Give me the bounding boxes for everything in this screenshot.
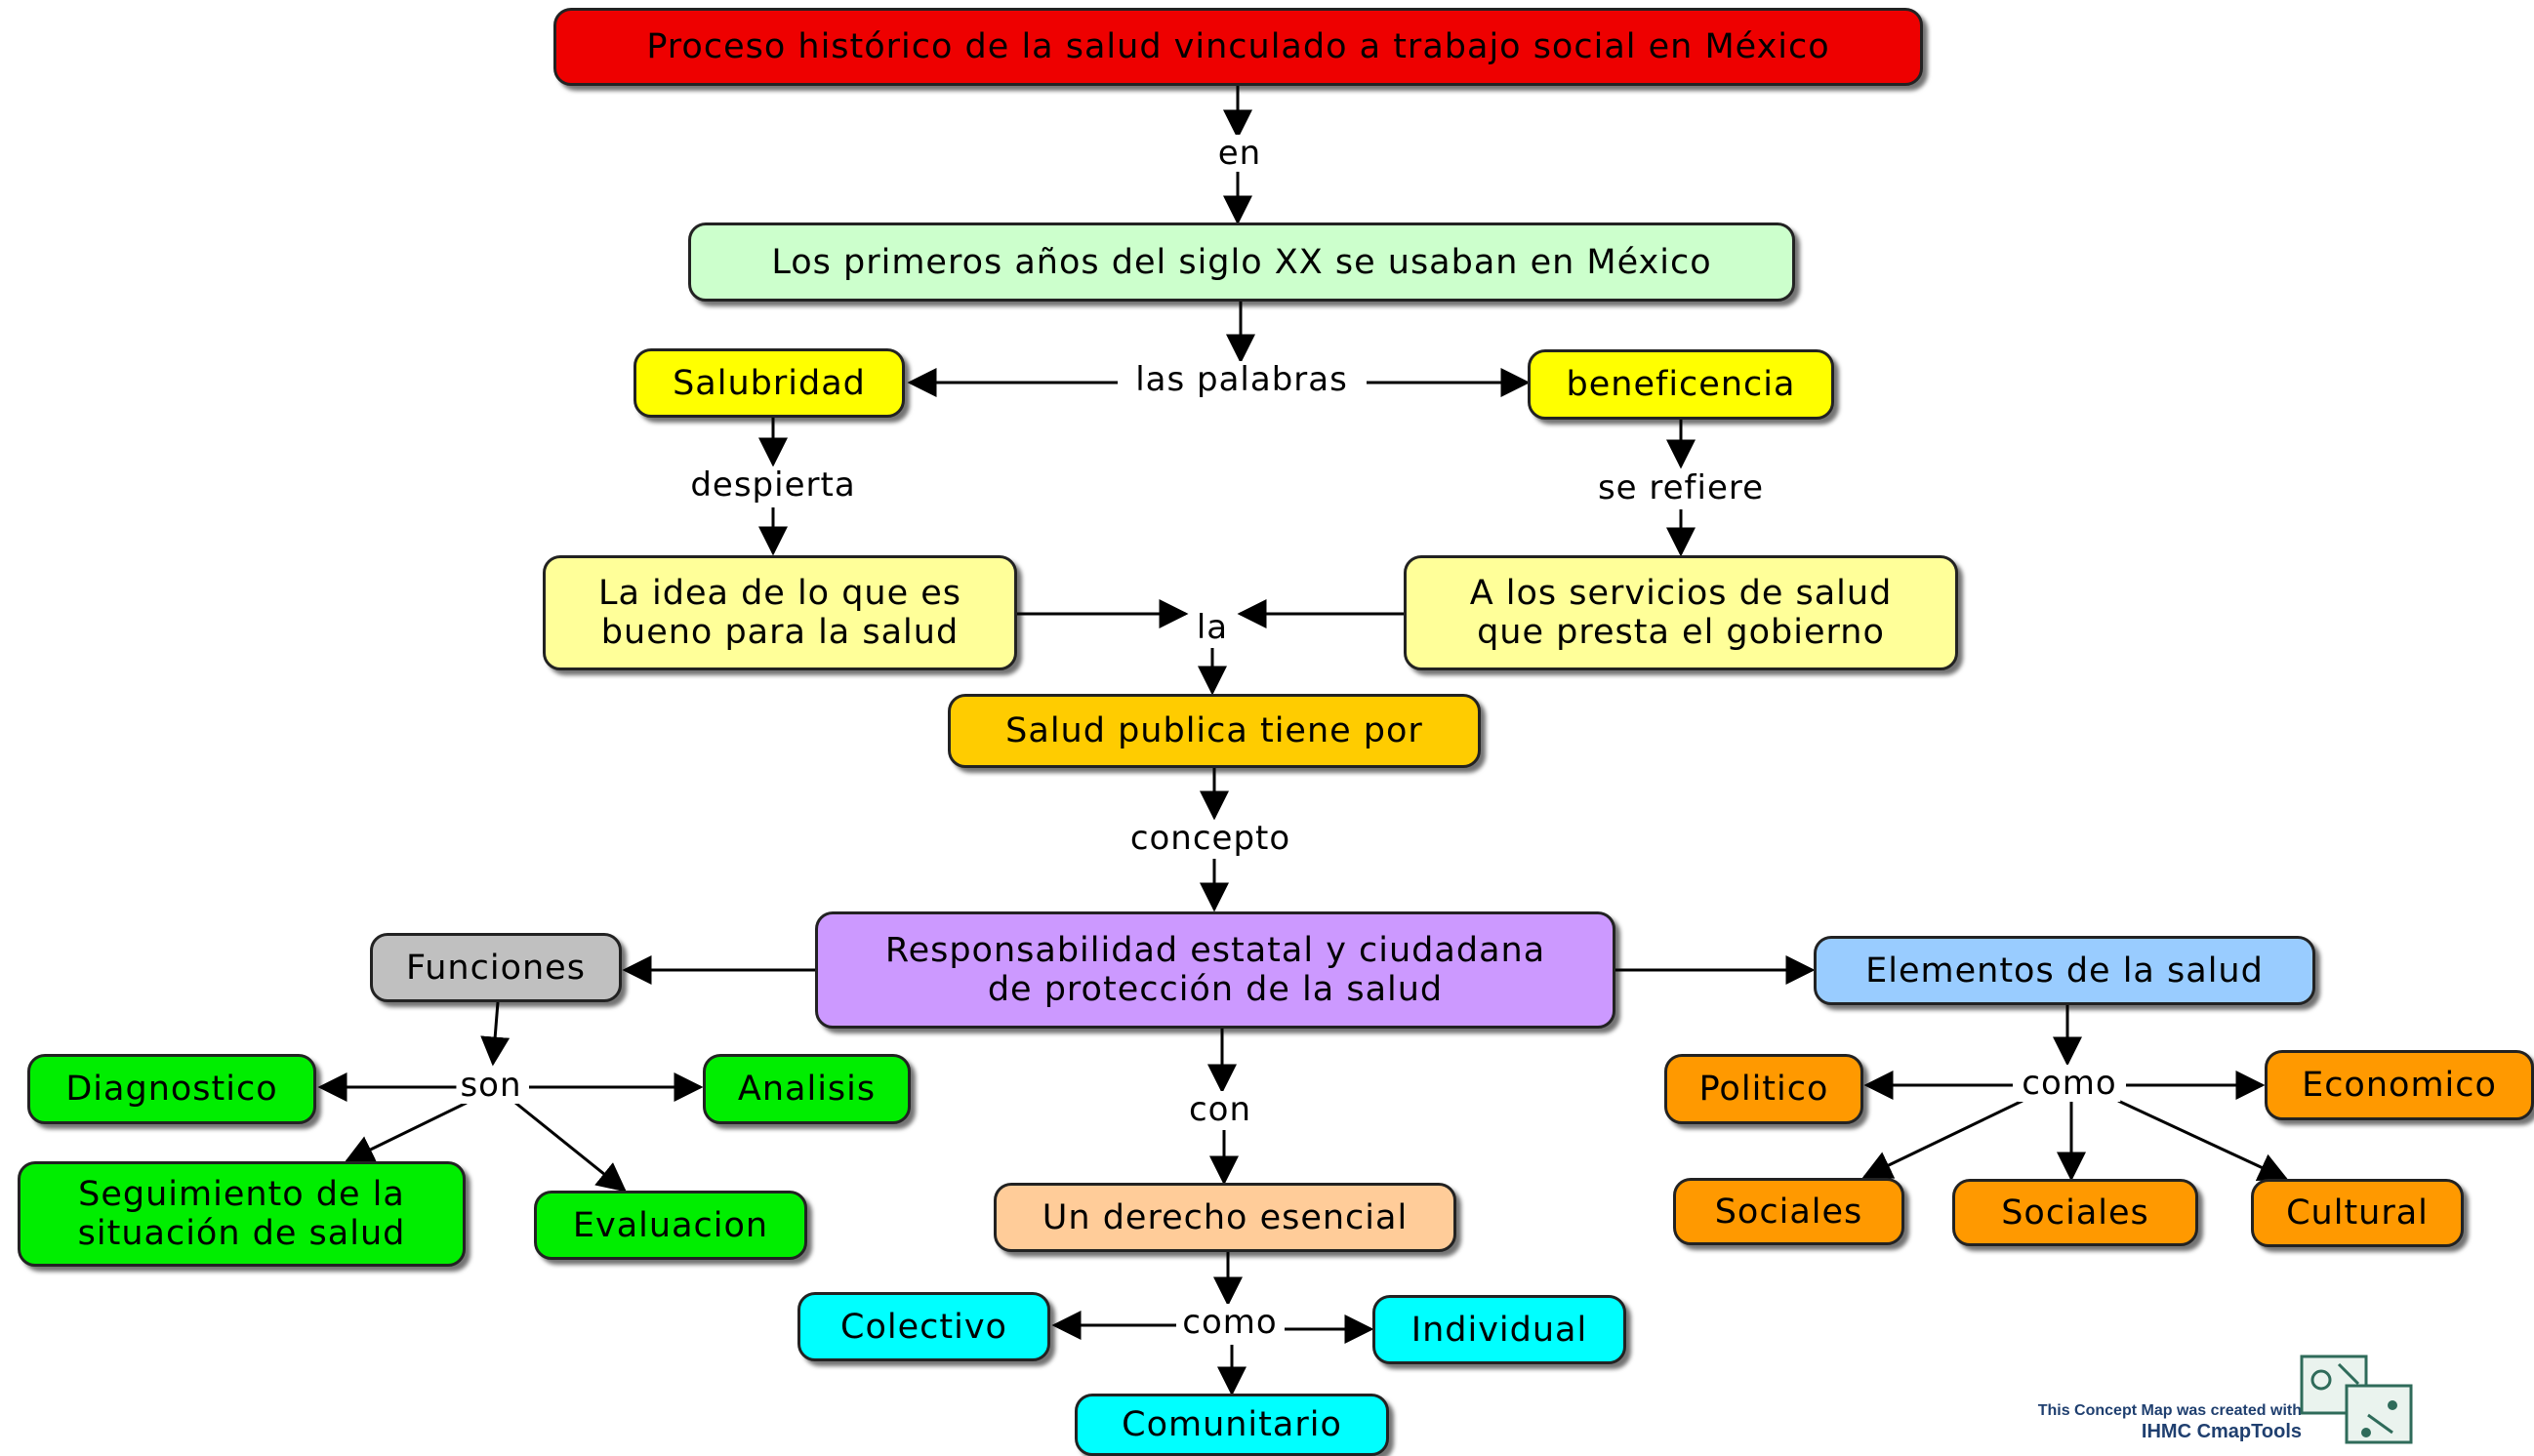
node-beneficencia[interactable]: beneficencia [1528,349,1834,420]
link-concepto[interactable]: concepto [1125,820,1295,857]
edge-como2-sociales1 [1861,1099,2023,1179]
node-salud-publica[interactable]: Salud publica tiene por [948,694,1481,768]
node-diagnostico[interactable]: Diagnostico [27,1054,316,1124]
node-seguimiento[interactable]: Seguimiento de la situación de salud [18,1161,466,1267]
credit-line-2: IHMC CmapTools [2141,1421,2302,1442]
node-sociales-1[interactable]: Sociales [1673,1178,1904,1245]
edge-como2-cultural [2117,1099,2289,1182]
node-responsabilidad[interactable]: Responsabilidad estatal y ciudadana de p… [815,911,1615,1029]
node-economico[interactable]: Economico [2265,1050,2534,1120]
node-colectivo[interactable]: Colectivo [797,1292,1050,1361]
link-despierta[interactable]: despierta [686,466,860,504]
node-politico[interactable]: Politico [1664,1054,1863,1124]
node-cultural[interactable]: Cultural [2251,1179,2464,1247]
credit-text: This Concept Map was created with IHMC C… [1991,1401,2302,1442]
node-sociales-2[interactable]: Sociales [1952,1179,2198,1246]
node-individual[interactable]: Individual [1372,1295,1626,1364]
node-title[interactable]: Proceso histórico de la salud vinculado … [553,8,1923,86]
link-en[interactable]: en [1213,135,1266,172]
node-elementos-salud[interactable]: Elementos de la salud [1814,936,2315,1005]
node-comunitario[interactable]: Comunitario [1075,1394,1389,1456]
node-primeros-anos[interactable]: Los primeros años del siglo XX se usaban… [688,222,1795,302]
credit-line-1: This Concept Map was created with [2037,1402,2302,1419]
node-servicios-salud[interactable]: A los servicios de salud que presta el g… [1404,555,1958,670]
node-derecho-esencial[interactable]: Un derecho esencial [994,1183,1456,1252]
link-como-derecho[interactable]: como [1178,1304,1282,1341]
node-analisis[interactable]: Analisis [703,1054,911,1124]
edge-funciones-son [480,1001,511,1067]
link-se-refiere[interactable]: se refiere [1593,469,1769,506]
cmaptools-logo-icon [2300,1355,2413,1444]
edge-son-seguimiento [344,1101,468,1163]
node-evaluacion[interactable]: Evaluacion [534,1191,807,1260]
link-con[interactable]: con [1184,1091,1256,1128]
node-idea-bueno[interactable]: La idea de lo que es bueno para la salud [543,555,1017,670]
link-las-palabras[interactable]: las palabras [1131,361,1352,398]
node-salubridad[interactable]: Salubridad [634,348,905,418]
edge-son-evaluacion [514,1101,627,1193]
link-como-elementos[interactable]: como [2018,1065,2121,1102]
node-funciones[interactable]: Funciones [370,933,622,1002]
link-son[interactable]: son [456,1067,526,1104]
cmaptools-credit: This Concept Map was created with IHMC C… [1991,1347,2421,1444]
link-la[interactable]: la [1192,609,1233,646]
